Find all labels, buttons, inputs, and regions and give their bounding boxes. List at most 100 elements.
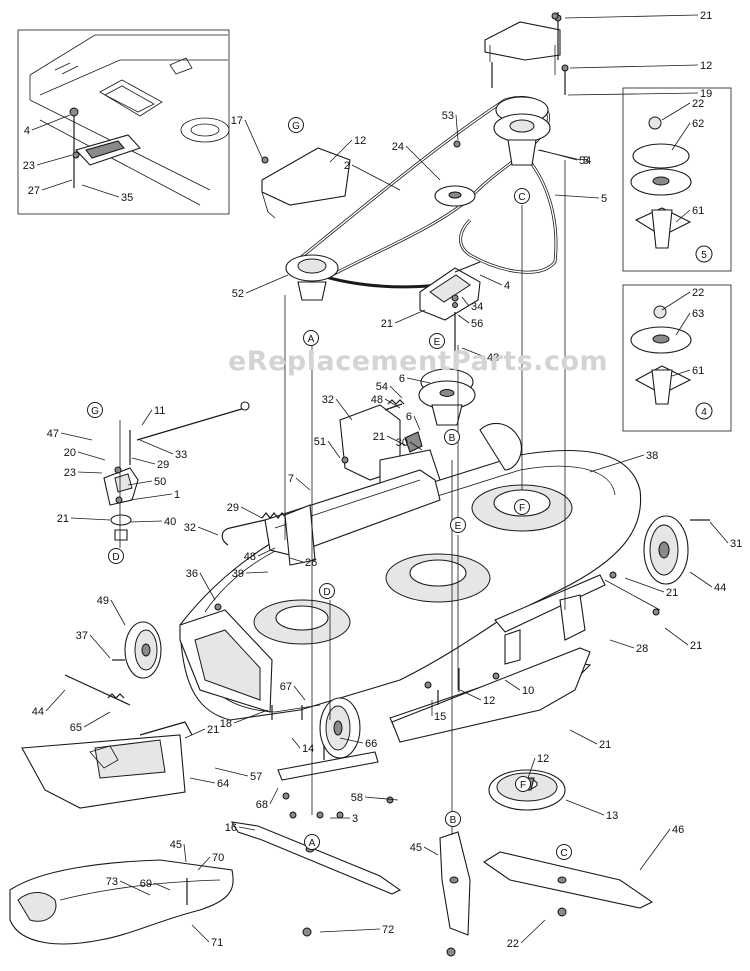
- callout-number: 20: [64, 447, 76, 459]
- callout-number: 21: [381, 318, 393, 330]
- callout-leader-line: [319, 928, 381, 933]
- reference-marker-letter: A: [309, 838, 316, 849]
- reference-marker-letter: G: [292, 121, 300, 132]
- callout-number: 6: [406, 411, 412, 423]
- callout-number: 19: [700, 88, 712, 100]
- callout-number: 62: [692, 118, 704, 130]
- callout-number: 28: [636, 643, 648, 655]
- inset-frames: [17, 29, 732, 432]
- callout-leader-line: [240, 506, 263, 519]
- callout-number: 21: [207, 724, 219, 736]
- callout-number: 13: [606, 810, 618, 822]
- callout-number: 56: [471, 318, 483, 330]
- callout-number: 73: [106, 876, 118, 888]
- callout-leader-line: [423, 846, 439, 856]
- callout-number: 29: [157, 459, 169, 471]
- callout-number: 17: [231, 115, 243, 127]
- callout-leader-line: [589, 454, 645, 473]
- callouts: 2112192262615226361423273517122532454552…: [23, 10, 743, 950]
- callout-leader-line: [624, 577, 665, 593]
- idler-bracket: [419, 261, 481, 355]
- callout-number: 22: [692, 287, 704, 299]
- callout-leader-line: [238, 826, 256, 831]
- inset-spindle-5-frame: [622, 87, 732, 272]
- inset-spindle-4-frame: [622, 284, 732, 432]
- callout-leader-line: [131, 457, 156, 465]
- callout-number: 7: [288, 473, 294, 485]
- callout-leader-line: [339, 737, 364, 744]
- callout-number: 23: [64, 467, 76, 479]
- callout-number: 21: [690, 640, 702, 652]
- callout-number: 23: [23, 160, 35, 172]
- reference-marker-circle: [515, 776, 531, 792]
- callout-number: 21: [666, 587, 678, 599]
- callout-leader-line: [405, 145, 441, 181]
- callout-leader-line: [291, 737, 301, 749]
- callout-leader-line: [89, 634, 111, 659]
- belt-drive: [285, 95, 558, 426]
- inset-badge-circle: [695, 402, 713, 420]
- callout-number: 50: [154, 476, 166, 488]
- callout-number: 37: [76, 630, 88, 642]
- callout-number: 67: [280, 681, 292, 693]
- callout-number: 40: [164, 516, 176, 528]
- callout-leader-line: [671, 369, 691, 377]
- callout-leader-line: [244, 119, 263, 159]
- callout-leader-line: [455, 114, 459, 141]
- inset-deck-bracket: [29, 34, 230, 206]
- callout-number: 5: [601, 193, 607, 205]
- callout-number: 43: [487, 352, 499, 364]
- callout-number: 21: [700, 10, 712, 22]
- callout-number: 32: [184, 522, 196, 534]
- callout-number: 18: [220, 718, 232, 730]
- callout-leader-line: [479, 274, 503, 286]
- reference-marker-letter: G: [91, 406, 99, 417]
- callout-number: 34: [471, 301, 483, 313]
- callout-leader-line: [457, 314, 470, 324]
- callout-leader-line: [461, 296, 470, 307]
- callout-number: 5: [583, 155, 589, 167]
- callout-leader-line: [77, 451, 106, 461]
- callout-number: 68: [256, 799, 268, 811]
- callout-leader-line: [214, 767, 249, 777]
- reference-marker-letter: C: [518, 192, 525, 203]
- callout-number: 16: [225, 822, 237, 834]
- callout-leader-line: [31, 114, 71, 131]
- callout-leader-line: [245, 571, 269, 574]
- callout-leader-line: [609, 639, 635, 649]
- reference-marker-circle: [445, 811, 461, 827]
- callout-number: 1: [174, 489, 180, 501]
- skid-58: [277, 751, 379, 781]
- callout-leader-line: [119, 880, 151, 896]
- callout-leader-line: [199, 572, 216, 601]
- callout-number: 10: [522, 685, 534, 697]
- blades: [230, 821, 654, 936]
- reference-marker-circle: [288, 117, 304, 133]
- reference-marker-circle: [87, 402, 103, 418]
- callout-number: 3: [352, 813, 358, 825]
- reference-marker-letter: B: [449, 433, 456, 444]
- watermark-text: eReplacementParts.com: [228, 346, 609, 377]
- callout-leader-line: [127, 480, 153, 486]
- callout-number: 71: [211, 937, 223, 949]
- inset-spindle-5: [630, 116, 692, 249]
- reference-marker-circle: [556, 844, 572, 860]
- callout-leader-line: [406, 377, 431, 384]
- inset-badge-number: 5: [701, 250, 707, 261]
- callout-number: 33: [175, 449, 187, 461]
- callout-number: 12: [700, 60, 712, 72]
- callout-number: 30: [396, 437, 408, 449]
- callout-leader-line: [689, 571, 713, 588]
- callout-number: 61: [692, 365, 704, 377]
- reference-marker-letter: E: [434, 337, 441, 348]
- callout-number: 26: [305, 557, 317, 569]
- callout-number: 57: [250, 771, 262, 783]
- callout-leader-line: [141, 409, 153, 426]
- callout-number: 15: [434, 711, 446, 723]
- reference-marker-letter: D: [112, 552, 119, 563]
- callout-number: 48: [244, 551, 256, 563]
- callout-leader-line: [639, 828, 671, 871]
- reference-marker-letter: C: [560, 848, 567, 859]
- baffle-57: [391, 647, 591, 743]
